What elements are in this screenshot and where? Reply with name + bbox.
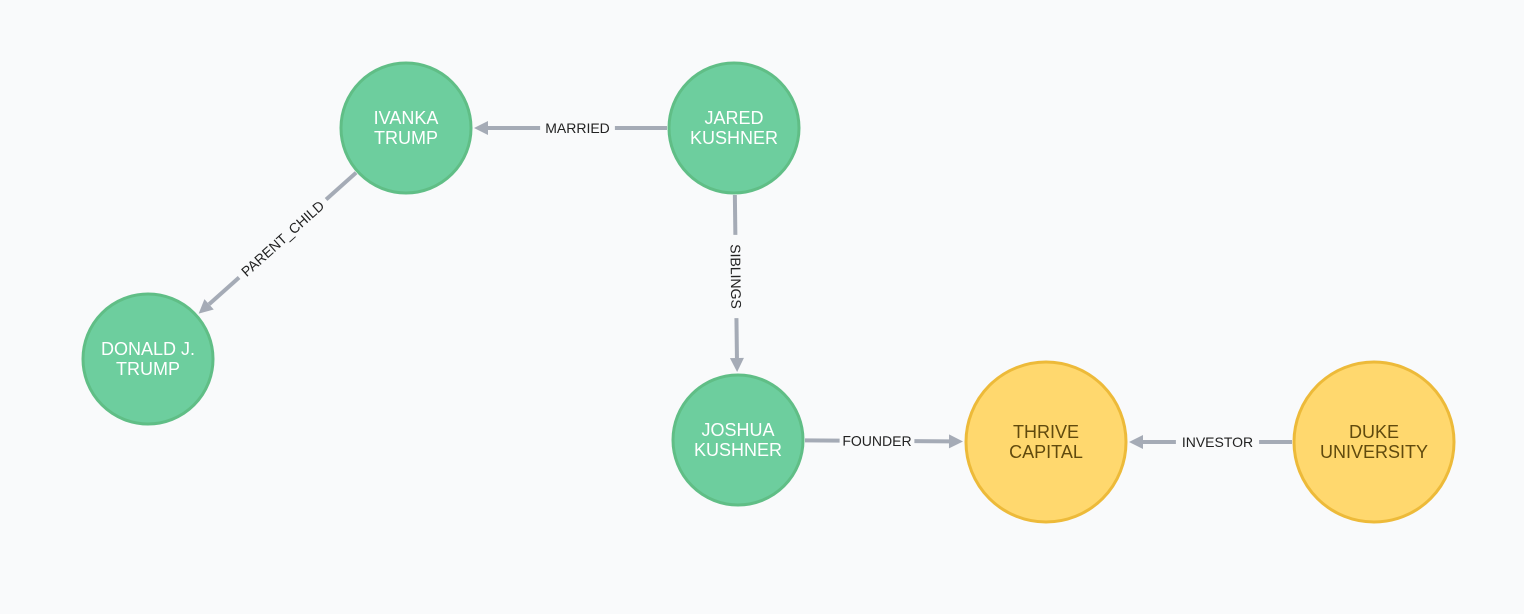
node-label: CAPITAL [1009,442,1083,462]
node-label: KUSHNER [694,440,782,460]
node-circle[interactable] [964,360,1128,524]
edge-line [732,194,738,235]
node-donald[interactable]: DONALD J.TRUMP [81,292,215,426]
arrowhead-icon [729,357,744,373]
arrowhead-icon [948,434,964,449]
node-label: KUSHNER [690,128,778,148]
edge-label: PARENT_CHILD [238,197,327,279]
edge-label: FOUNDER [842,433,911,449]
edge-label: INVESTOR [1182,434,1253,450]
edge-line [734,318,739,359]
node-circle[interactable] [339,61,473,195]
node-label: DONALD J. [101,339,195,359]
node-label: JARED [704,108,763,128]
node-label: DUKE [1349,422,1399,442]
edge-siblings[interactable]: SIBLINGS [727,194,744,373]
arrowhead-icon [1129,435,1143,449]
node-label: TRUMP [374,128,438,148]
node-label: UNIVERSITY [1320,442,1428,462]
edge-label: SIBLINGS [727,244,744,309]
edge-investor[interactable]: INVESTOR [1129,434,1292,450]
node-label: IVANKA [374,108,439,128]
node-circle[interactable] [81,292,215,426]
node-circle[interactable] [667,61,801,195]
edge-parent-child[interactable]: PARENT_CHILD [198,171,358,314]
edge-married[interactable]: MARRIED [474,120,667,136]
node-circle[interactable] [671,373,805,507]
edge-line [207,275,241,306]
node-label: THRIVE [1013,422,1079,442]
arrowhead-icon [474,121,488,135]
node-circle[interactable] [1292,360,1456,524]
edge-founder[interactable]: FOUNDER [804,433,964,449]
edge-label: MARRIED [545,120,610,136]
node-label: JOSHUA [701,420,774,440]
edge-line [324,171,358,202]
arrowhead-icon [198,299,214,314]
node-label: TRUMP [116,359,180,379]
